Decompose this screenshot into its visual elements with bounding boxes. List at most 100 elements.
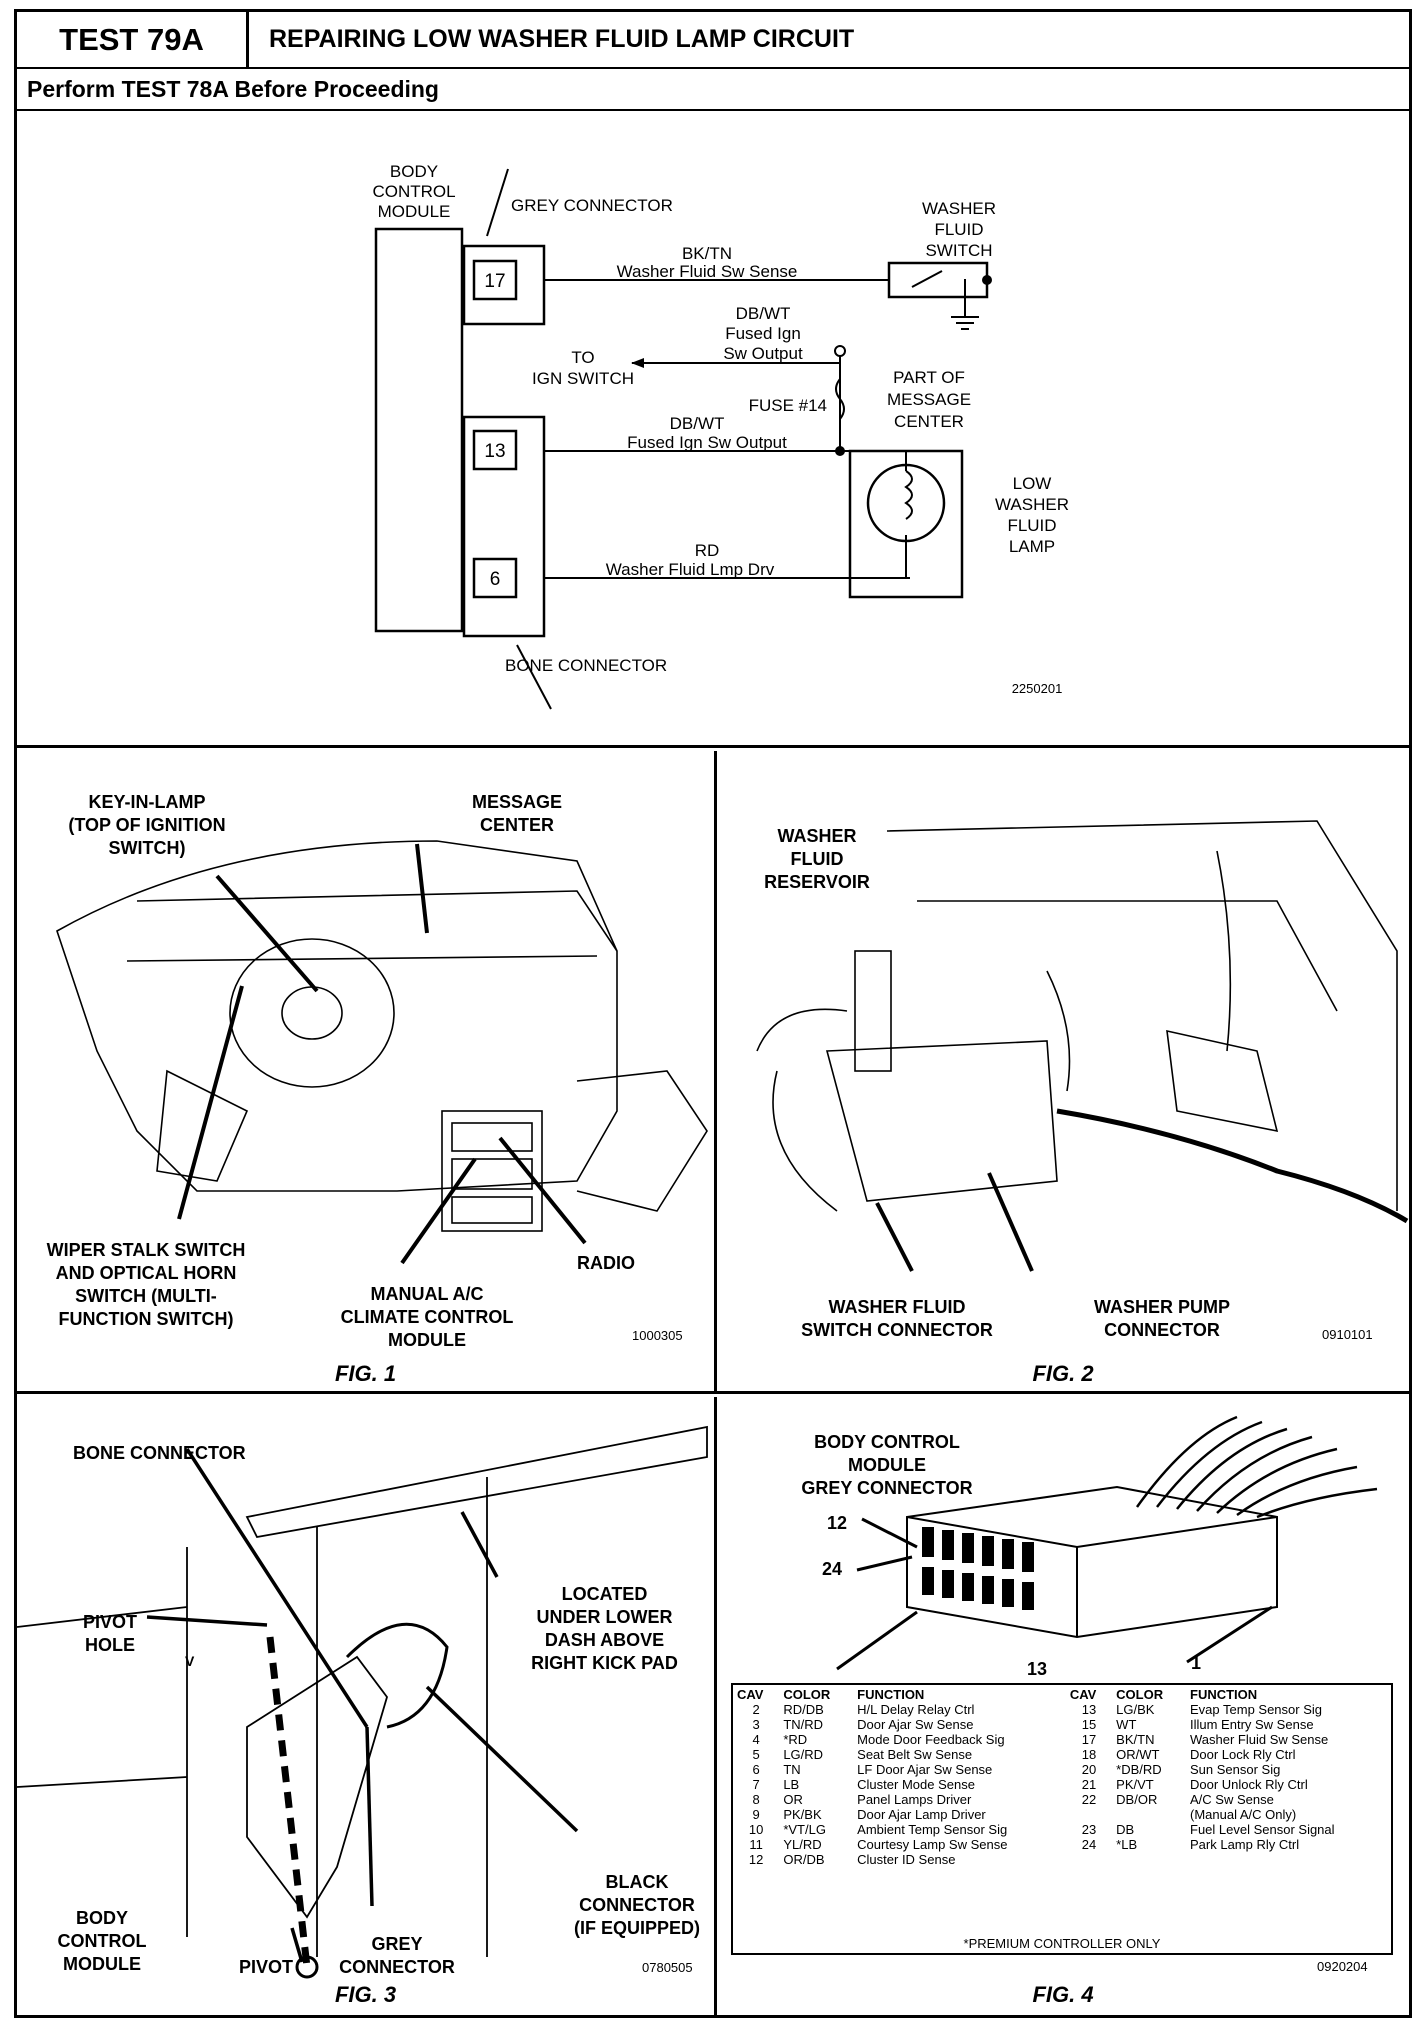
cell-color: OR/WT	[1116, 1747, 1160, 1762]
cell-function: H/L Delay Relay Ctrl	[857, 1702, 975, 1717]
service-page: TEST 79A REPAIRING LOW WASHER FLUID LAMP…	[14, 9, 1412, 2018]
wire1-color: BK/TN	[682, 244, 732, 263]
fig3-panel: BONE CONNECTOR PIVOT HOLE LOCATED UNDER …	[17, 1397, 717, 2015]
cell-function: Door Lock Rly Ctrl	[1190, 1747, 1296, 1762]
bone-connector-label: BONE CONNECTOR	[505, 656, 667, 675]
fig1-caption: FIG. 1	[334, 1361, 397, 1386]
washer-switch-label-3: SWITCH	[925, 241, 992, 260]
cell-color: *RD	[783, 1732, 808, 1747]
col-color: COLOR	[783, 1687, 831, 1702]
cell-cav: 3	[752, 1717, 760, 1732]
cell-function: Door Unlock Rly Ctrl	[1190, 1777, 1308, 1792]
cell-color: *DB/RD	[1116, 1762, 1162, 1777]
fig3-located-3: DASH ABOVE	[544, 1630, 665, 1650]
schematic-ref: 2250201	[1012, 681, 1063, 696]
fig1-manual-ac-3: MODULE	[388, 1330, 466, 1350]
fig4-title-3: GREY CONNECTOR	[801, 1478, 973, 1498]
subtitle: Perform TEST 78A Before Proceeding	[17, 69, 1409, 111]
wire3-color: DB/WT	[670, 414, 725, 433]
cell-color: OR/DB	[783, 1852, 825, 1867]
header: TEST 79A REPAIRING LOW WASHER FLUID LAMP…	[17, 12, 1409, 69]
cell-cav: 7	[752, 1777, 760, 1792]
col-cav-2: CAV	[1069, 1687, 1097, 1702]
fig3-black-2: CONNECTOR	[579, 1895, 695, 1915]
cell-function: Evap Temp Sensor Sig	[1190, 1702, 1322, 1717]
fig3-bcm-3: MODULE	[63, 1954, 141, 1974]
fig2-pump-conn-1: WASHER PUMP	[1093, 1297, 1230, 1317]
bcm-label-1: BODY	[390, 162, 438, 181]
washer-switch-label-2: FLUID	[934, 220, 983, 239]
fig3-grey-1: GREY	[371, 1934, 423, 1954]
fig1-key-in-lamp-1: KEY-IN-LAMP	[88, 792, 206, 812]
test-id: TEST 79A	[17, 12, 249, 67]
fig3-located-2: UNDER LOWER	[536, 1607, 673, 1627]
cell-cav: 8	[752, 1792, 760, 1807]
fig1-manual-ac-1: MANUAL A/C	[370, 1284, 484, 1304]
fig2-panel: WASHER FLUID RESERVOIR WASHER FLUID SWIT…	[717, 751, 1409, 1394]
cell-cav	[1066, 1807, 1112, 1822]
cell-cav: 5	[752, 1747, 760, 1762]
cell-function: Mode Door Feedback Sig	[857, 1732, 1005, 1747]
col-function-2: FUNCTION	[1190, 1687, 1258, 1702]
fig4-caption: FIG. 4	[1032, 1982, 1094, 2007]
fig3-pivot-hole-1: PIVOT	[82, 1612, 137, 1632]
dash-outline	[56, 840, 618, 1192]
fig4-pin-12: 12	[827, 1513, 848, 1533]
lamp-label-4: LAMP	[1009, 537, 1055, 556]
col-cav: CAV	[737, 1687, 764, 1702]
steering-wheel	[229, 938, 395, 1088]
fig1-radio: RADIO	[577, 1253, 635, 1273]
cell-color: TN	[783, 1762, 801, 1777]
table-header-row: CAV COLOR FUNCTION CAV COLOR FUNCTION	[733, 1687, 1391, 1702]
cell-color: *VT/LG	[783, 1822, 826, 1837]
cell-cav: 24	[1081, 1837, 1097, 1852]
cell-cav: 9	[752, 1807, 760, 1822]
reservoir-neck	[854, 950, 892, 1072]
cell-function: A/C Sw Sense	[1190, 1792, 1274, 1807]
fig1-manual-ac-2: CLIMATE CONTROL	[340, 1307, 514, 1327]
cell-cav: 23	[1081, 1822, 1097, 1837]
cell-function: (Manual A/C Only)	[1190, 1807, 1297, 1822]
cell-function: Courtesy Lamp Sw Sense	[857, 1837, 1008, 1852]
fig4-title-1: BODY CONTROL	[814, 1432, 960, 1452]
cell-cav: 6	[752, 1762, 760, 1777]
cell-cav	[1066, 1852, 1112, 1867]
grey-connector-label: GREY CONNECTOR	[511, 196, 673, 215]
wiring-schematic: BODY CONTROL MODULE GREY CONNECTOR BONE …	[372, 162, 1069, 710]
cell-color: PK/VT	[1116, 1777, 1154, 1792]
cell-cav: 21	[1081, 1777, 1097, 1792]
radio-stack	[441, 1110, 543, 1232]
fig3-bone: BONE CONNECTOR	[73, 1443, 246, 1463]
bcm-box	[374, 227, 464, 633]
fig2-switch-conn-1: WASHER FLUID	[828, 1297, 966, 1317]
fig3-caption: FIG. 3	[334, 1982, 397, 2007]
cell-color: BK/TN	[1116, 1732, 1155, 1747]
fig3-bcm-1: BODY	[75, 1908, 128, 1928]
part-of-3: CENTER	[894, 412, 964, 431]
bcm-label-2: CONTROL	[372, 182, 455, 201]
wire2-color: DB/WT	[736, 304, 791, 323]
cell-function: Panel Lamps Driver	[857, 1792, 972, 1807]
cell-function: Fuel Level Sensor Signal	[1190, 1822, 1335, 1837]
part-of-2: MESSAGE	[887, 390, 971, 409]
cell-function: Park Lamp Rly Ctrl	[1190, 1837, 1300, 1852]
wire4-color: RD	[695, 541, 720, 560]
lamp-label-2: WASHER	[995, 495, 1069, 514]
fig1-wiper-4: FUNCTION SWITCH)	[58, 1309, 234, 1329]
cell-cav: 12	[748, 1852, 764, 1867]
to-ign-2: IGN SWITCH	[532, 369, 634, 388]
wire2-name2: Sw Output	[723, 344, 803, 363]
fig3-v: V	[185, 1653, 195, 1669]
fig2-reservoir-2: FLUID	[790, 849, 844, 869]
cell-function: Ambient Temp Sensor Sig	[857, 1822, 1008, 1837]
cell-cav: 15	[1081, 1717, 1097, 1732]
fig4-pin-24: 24	[822, 1559, 843, 1579]
